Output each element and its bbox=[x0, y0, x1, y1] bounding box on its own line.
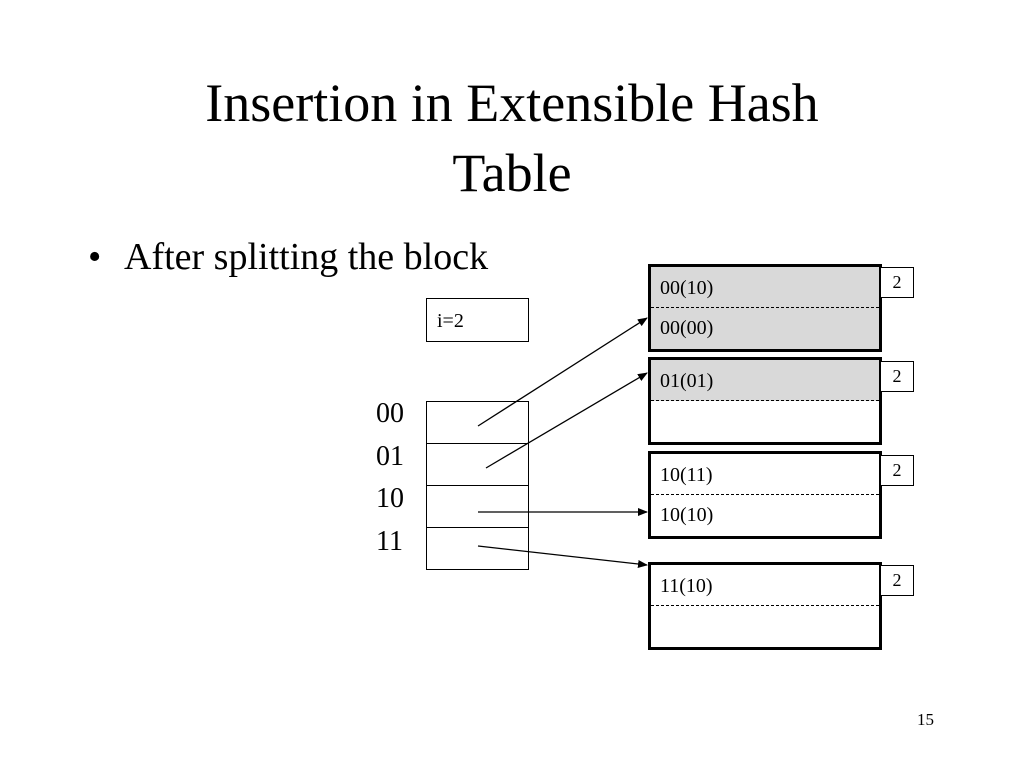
bullet-text: After splitting the block bbox=[124, 236, 489, 278]
record-text: 10(10) bbox=[660, 504, 714, 526]
directory-label-10: 10 bbox=[376, 483, 404, 514]
bucket-slot bbox=[651, 606, 879, 647]
local-depth-box: 2 bbox=[880, 565, 914, 596]
directory-cell-01 bbox=[426, 443, 529, 485]
directory-label-01: 01 bbox=[376, 441, 404, 472]
directory-label-11: 11 bbox=[376, 526, 403, 557]
directory-cell-00 bbox=[426, 401, 529, 443]
page-number: 15 bbox=[917, 710, 934, 729]
bucket-11: 11(10) bbox=[648, 562, 882, 650]
bullet-dot-icon: • bbox=[88, 236, 102, 278]
bucket-slot: 00(00) bbox=[651, 308, 879, 349]
local-depth-box: 2 bbox=[880, 361, 914, 392]
global-depth-label: i=2 bbox=[437, 310, 464, 332]
directory-cell-11 bbox=[426, 527, 529, 570]
bucket-slot: 10(11) bbox=[651, 454, 879, 495]
record-text: 11(10) bbox=[660, 575, 713, 597]
record-text: 00(10) bbox=[660, 277, 714, 299]
bucket-slot bbox=[651, 401, 879, 442]
record-text: 00(00) bbox=[660, 317, 714, 339]
title-line-2: Table bbox=[452, 143, 572, 203]
bucket-slot: 00(10) bbox=[651, 267, 879, 308]
bullet-item: • After splitting the block bbox=[88, 232, 488, 282]
bucket-slot: 11(10) bbox=[651, 565, 879, 606]
bucket-10: 10(11) 10(10) bbox=[648, 451, 882, 539]
bucket-slot: 01(01) bbox=[651, 360, 879, 401]
record-text: 10(11) bbox=[660, 464, 713, 486]
directory-cell-10 bbox=[426, 485, 529, 527]
bucket-slot: 10(10) bbox=[651, 495, 879, 536]
pointer-arrow-01 bbox=[485, 372, 648, 469]
title-line-1: Insertion in Extensible Hash bbox=[205, 73, 819, 133]
record-text: 01(01) bbox=[660, 370, 714, 392]
local-depth-box: 2 bbox=[880, 455, 914, 486]
pointer-arrow-11 bbox=[477, 545, 648, 568]
slide-title: Insertion in Extensible Hash Table bbox=[0, 68, 1024, 208]
global-depth-box: i=2 bbox=[426, 298, 529, 342]
bucket-01: 01(01) bbox=[648, 357, 882, 445]
local-depth-box: 2 bbox=[880, 267, 914, 298]
directory-label-00: 00 bbox=[376, 398, 404, 429]
bucket-00: 00(10) 00(00) bbox=[648, 264, 882, 352]
pointer-arrow-00 bbox=[477, 317, 648, 427]
